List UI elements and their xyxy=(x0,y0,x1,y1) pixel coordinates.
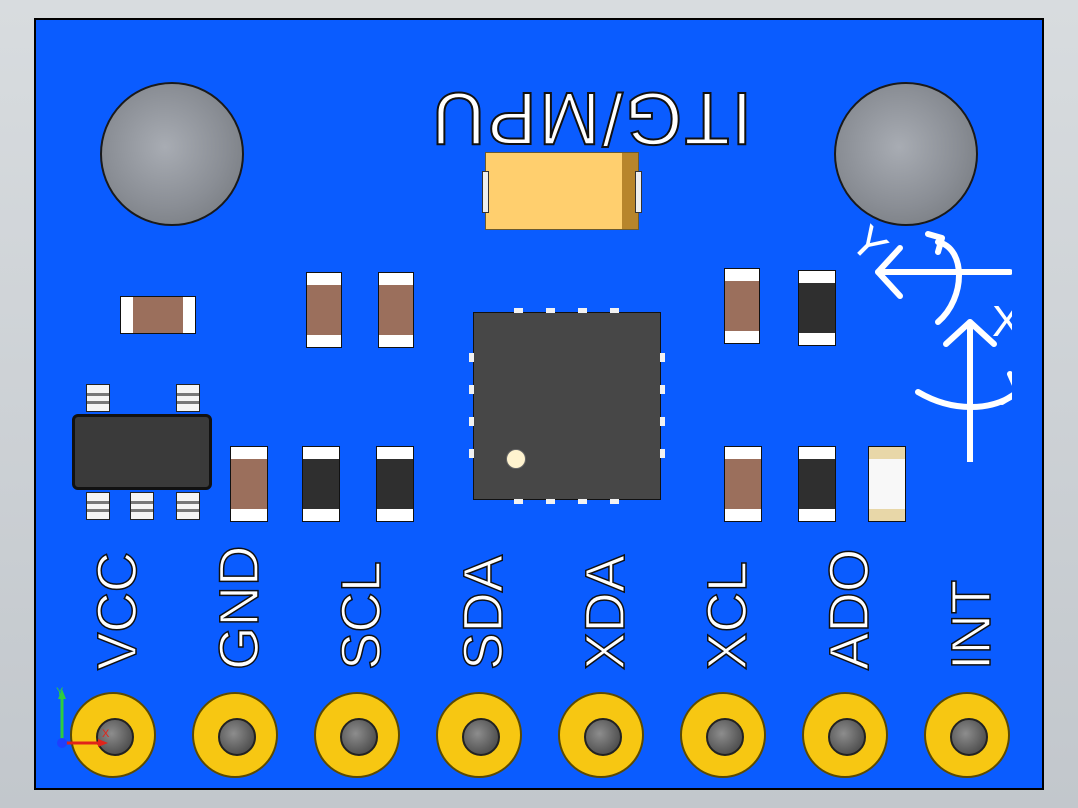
pin-label-scl: SCL xyxy=(328,560,393,670)
pin-label-int: INT xyxy=(938,579,1003,671)
resistor-r6 xyxy=(724,446,762,522)
mounting-hole-left xyxy=(100,82,244,226)
resistor-r4 xyxy=(724,268,760,344)
axis-orientation-marking: Y X xyxy=(842,216,1012,462)
led xyxy=(868,446,906,522)
pin-label-ado: ADO xyxy=(816,548,881,671)
resistor-r2 xyxy=(306,272,342,348)
capacitor-c1 xyxy=(798,270,836,346)
pin-pad-vcc[interactable] xyxy=(70,692,156,778)
pin-label-xda: XDA xyxy=(572,554,637,671)
board-title: ITG/MPU xyxy=(429,76,753,161)
pin-label-vcc: VCC xyxy=(84,551,149,671)
imu-chip xyxy=(469,308,665,504)
pin-label-xcl: XCL xyxy=(694,560,759,670)
pin-pad-gnd[interactable] xyxy=(192,692,278,778)
tantalum-capacitor xyxy=(482,152,642,230)
pin-label-gnd: GND xyxy=(206,545,271,671)
mounting-hole-right xyxy=(834,82,978,226)
capacitor-c2 xyxy=(302,446,340,522)
triad-y-label: Y xyxy=(56,686,64,698)
pin-pad-int[interactable] xyxy=(924,692,1010,778)
pin-pad-ado[interactable] xyxy=(802,692,888,778)
capacitor-c3 xyxy=(376,446,414,522)
triad-x-label: X xyxy=(102,728,110,740)
pin-pad-xda[interactable] xyxy=(558,692,644,778)
pin-pad-scl[interactable] xyxy=(314,692,400,778)
pcb-board: ITG/MPU xyxy=(34,18,1044,790)
resistor-r5 xyxy=(230,446,268,522)
pin-label-sda: SDA xyxy=(450,554,515,671)
pin-pad-sda[interactable] xyxy=(436,692,522,778)
capacitor-c4 xyxy=(798,446,836,522)
view-orientation-triad: Y X xyxy=(56,686,110,748)
resistor-r1 xyxy=(120,296,196,334)
pin1-marker xyxy=(506,449,526,469)
resistor-r3 xyxy=(378,272,414,348)
x-axis-label: X xyxy=(992,297,1012,346)
pin-pad-xcl[interactable] xyxy=(680,692,766,778)
